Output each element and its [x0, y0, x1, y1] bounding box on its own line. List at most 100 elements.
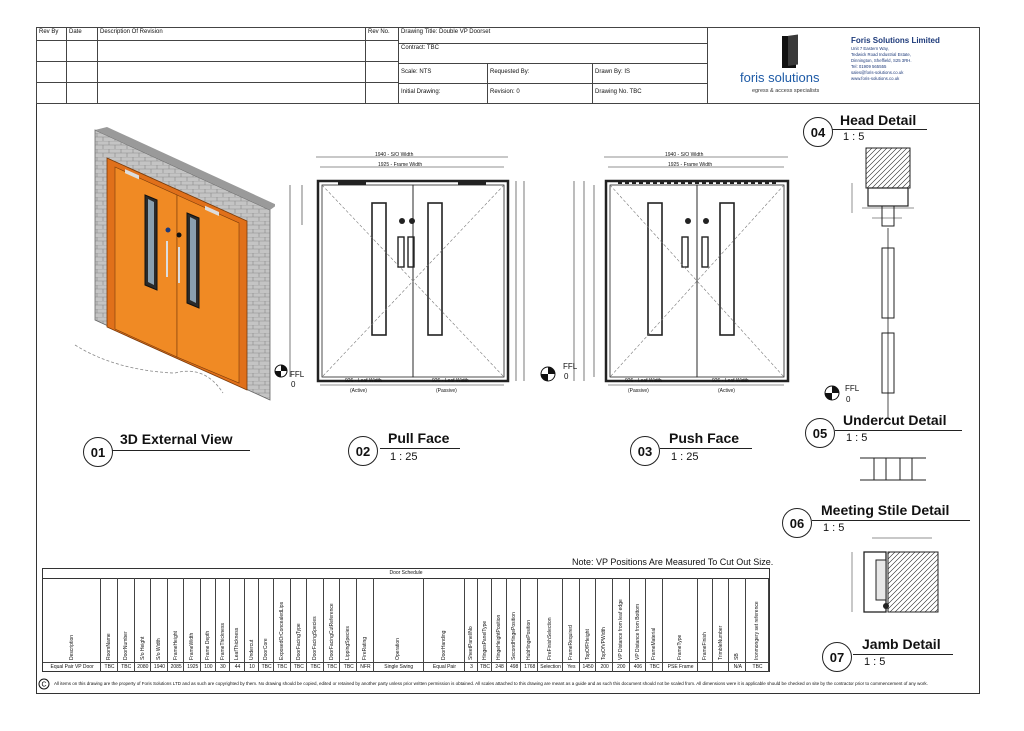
schedule-value: NFR [357, 662, 374, 672]
schedule-value: TBC [273, 662, 291, 672]
dim-so-width-push: 1940 - S/O Width [665, 152, 704, 158]
dim-passive-pull: (Passive) [436, 388, 457, 394]
view-scale-pull-face: 1 : 25 [390, 451, 418, 463]
schedule-header: SB [734, 653, 741, 660]
copyright-icon: C [38, 678, 50, 690]
schedule-value: 10 [244, 662, 260, 672]
schedule-header: S/o Height [139, 636, 146, 660]
undercut-detail-drawing [860, 457, 926, 481]
rev-row-cell [67, 83, 98, 104]
schedule-value: 30 [215, 662, 231, 672]
pull-face-elevation [289, 156, 525, 386]
schedule-value: 2085 [167, 662, 185, 672]
dim-frame-width-pull: 1925 - Frame Width [378, 162, 423, 168]
view-number-06: 06 [782, 508, 812, 538]
ffl-datum-icon [824, 385, 840, 401]
schedule-header: Ironmongery set reference [754, 601, 761, 660]
rev-row-cell [36, 62, 67, 83]
schedule-value: 498 [506, 662, 522, 672]
ffl-label-head: FFL [845, 384, 860, 393]
schedule-value: N/A [729, 662, 747, 672]
schedule-header: FireRating [362, 636, 369, 660]
schedule-header: FrameMaterial [651, 627, 658, 660]
schedule-header: Frame Depth [205, 630, 212, 660]
title-underline [812, 520, 970, 521]
view-title-jamb-detail: Jamb Detail [862, 636, 941, 652]
schedule-value: TBC [746, 662, 769, 672]
schedule-value: TBC [259, 662, 274, 672]
schedule-header: DoorFacingCutReference [328, 603, 335, 660]
schedule-header: LippingSpecies [345, 626, 352, 660]
view-scale-jamb-detail: 1 : 5 [864, 656, 886, 668]
address-line: www.foris-solutions.co.uk [851, 76, 900, 81]
rev-row-cell [36, 41, 67, 62]
dim-leaf-width-pull-passive: 926 - Leaf Width [432, 378, 469, 384]
company-address: Unit 7 Eastern Way, Tedwick Road Industr… [851, 46, 940, 82]
drawn-by: Drawn By: IS [593, 64, 708, 84]
schedule-value [712, 662, 730, 672]
dim-leaf-width-push-active: 926 - Leaf Width [712, 378, 749, 384]
ffl-zero-head: 0 [846, 395, 851, 404]
schedule-column: SB N/A [729, 578, 747, 672]
schedule-header: Description [69, 634, 75, 660]
schedule-value: TBC [117, 662, 135, 672]
schedule-header: ExposedOrConcealedLips [278, 601, 285, 660]
schedule-value: TBC [307, 662, 324, 672]
company-info: Foris Solutions Limited Unit 7 Eastern W… [851, 36, 940, 82]
ffl-datum-icon [540, 366, 556, 382]
schedule-value: Selection [538, 662, 564, 672]
view-scale-meeting-stile: 1 : 5 [823, 522, 845, 534]
ffl-label-push: FFL [563, 362, 578, 371]
schedule-value: 200 [612, 662, 630, 672]
view-number-07: 07 [822, 642, 852, 672]
schedule-value: 248 [492, 662, 507, 672]
view-title-head-detail: Head Detail [840, 112, 917, 128]
company-logo: foris solutions egress & access speciali… [730, 32, 840, 102]
schedule-header: FrameWidth [189, 632, 196, 660]
schedule-header: FrameThickness [219, 623, 226, 660]
schedule-header: DoorNumber [122, 631, 129, 660]
schedule-header: FrameRequired [568, 625, 575, 660]
title-underline [853, 654, 953, 655]
view-title-3d: 3D External View [120, 431, 233, 447]
rev-row-cell [366, 62, 399, 83]
address-line: Unit 7 Eastern Way, [851, 46, 889, 51]
rev-no-header: Rev No. [366, 27, 399, 41]
schedule-header: FireFinishSelection [547, 617, 554, 660]
view-number-01: 01 [83, 437, 113, 467]
dim-active-push: (Active) [718, 388, 735, 394]
schedule-value: Equal Pair VP Door [43, 662, 102, 672]
vp-note: Note: VP Positions Are Measured To Cut O… [572, 557, 774, 567]
schedule-value: TBC [340, 662, 358, 672]
schedule-value: 2080 [134, 662, 152, 672]
schedule-header: S/o Width [156, 638, 163, 660]
address-line: Dinnington, Sheffield, S25 3RH. [851, 58, 912, 63]
schedule-header: DoorFacingType [295, 623, 302, 660]
schedule-header: DoorHanding [440, 630, 447, 660]
rev-by-header: Rev By [36, 27, 67, 41]
push-face-elevation [573, 156, 790, 386]
schedule-value: 3 [465, 662, 478, 672]
schedule-header: DoorFacingSpecies [312, 616, 319, 660]
schedule-value: TBC [101, 662, 118, 672]
